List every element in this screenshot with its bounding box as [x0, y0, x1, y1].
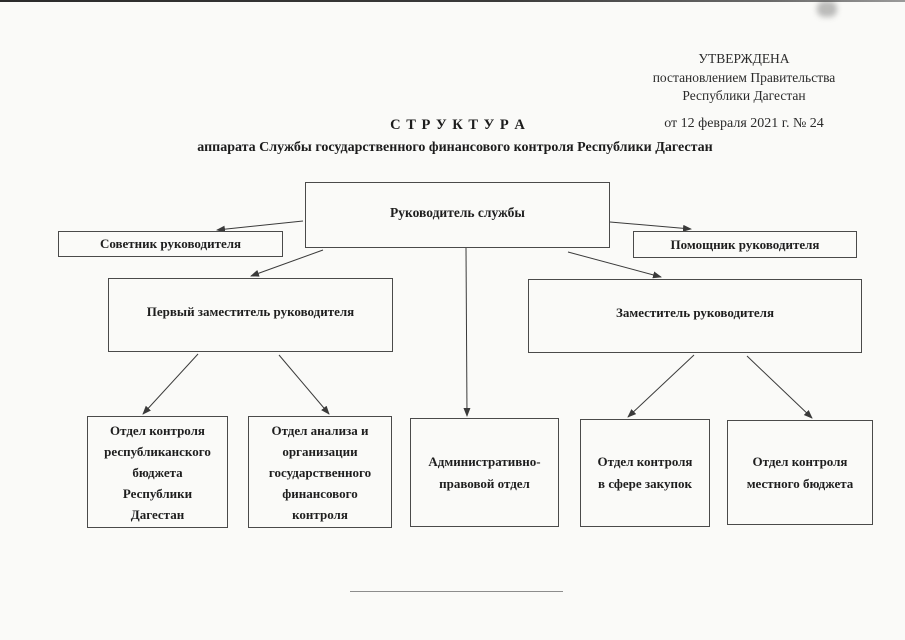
scan-artifact-smudge	[817, 1, 837, 17]
approval-line: УТВЕРЖДЕНА	[698, 51, 790, 66]
org-node-dept-republican-budget: Отдел контроля республиканского бюджета …	[87, 416, 228, 528]
arrow-head-to-admin-legal	[463, 247, 471, 417]
org-node-head-of-service: Руководитель службы	[305, 182, 610, 248]
org-node-dept-admin-legal: Административно- правовой отдел	[410, 418, 559, 527]
org-node-dept-procurement: Отдел контроля в сфере закупок	[580, 419, 710, 527]
org-node-assistant: Помощник руководителя	[633, 231, 857, 258]
approval-line: постановлением Правительства	[652, 69, 836, 85]
org-node-first-deputy: Первый заместитель руководителя	[108, 278, 393, 352]
arrow-head-to-advisor	[216, 220, 304, 233]
footer-divider-line	[350, 591, 563, 592]
arrow-first-deputy-to-analysis	[278, 354, 330, 415]
arrow-deputy-to-procurement	[627, 354, 695, 418]
scan-artifact-top-edge	[0, 0, 905, 2]
arrow-first-deputy-to-republican-budget	[142, 353, 199, 415]
arrow-deputy-to-local-budget	[746, 355, 813, 419]
arrow-head-to-deputy	[567, 251, 662, 279]
org-node-deputy: Заместитель руководителя	[528, 279, 862, 353]
document-subtitle: аппарата Службы государственного финансо…	[197, 140, 713, 155]
approval-line: Республики Дагестан	[682, 88, 806, 103]
document-title: С Т Р У К Т У Р А	[390, 117, 526, 133]
org-node-dept-local-budget: Отдел контроля местного бюджета	[727, 420, 873, 525]
arrow-head-to-assistant	[609, 221, 692, 232]
arrow-head-to-first-deputy	[250, 249, 324, 277]
approval-stamp-block: УТВЕРЖДЕНА постановлением Правительства …	[618, 50, 870, 133]
org-node-advisor: Советник руководителя	[58, 231, 283, 257]
org-node-dept-analysis: Отдел анализа и организации государствен…	[248, 416, 392, 528]
approval-date-line: от 12 февраля 2021 г. № 24	[664, 115, 824, 131]
